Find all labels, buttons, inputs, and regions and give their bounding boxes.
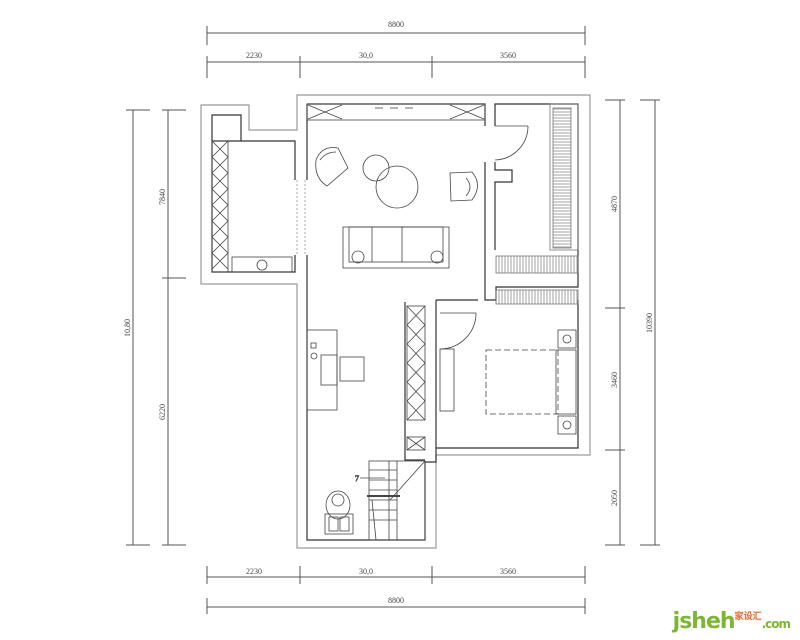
left-wardrobe xyxy=(211,140,229,273)
door-closet xyxy=(494,125,529,161)
socket-icon xyxy=(310,342,317,349)
stair-marker: 7 xyxy=(355,474,359,483)
nightstand-bottom xyxy=(557,415,577,435)
coffee-table xyxy=(375,165,419,209)
dim-left-seg-1: 7840 xyxy=(158,189,167,205)
dim-left-seg-2: 6220 xyxy=(158,404,167,420)
corridor-wardrobe xyxy=(406,305,426,451)
bed xyxy=(485,349,559,415)
dim-right-seg-3: 2050 xyxy=(610,490,619,506)
watermark-logo: jsheh家设汇.com xyxy=(672,609,791,634)
sofa xyxy=(342,226,450,269)
armchair-left xyxy=(315,147,349,187)
left-desk xyxy=(231,256,293,273)
dim-bottom-seg-3: 3560 xyxy=(500,567,516,576)
nightstand-top xyxy=(557,329,577,349)
laptop xyxy=(320,354,338,386)
dim-bottom-seg-1: 2230 xyxy=(246,567,262,576)
closet-rack-horizontal xyxy=(495,255,579,305)
staircase xyxy=(360,460,426,541)
dim-bottom-seg-2: 30,0 xyxy=(359,567,373,576)
armchair-right xyxy=(449,171,478,202)
lamp-icon xyxy=(256,259,268,271)
study-desk xyxy=(306,329,338,411)
dim-right-seg-2: 3460 xyxy=(610,372,619,388)
right-dimension-lines xyxy=(605,99,660,546)
dim-right-total: 10390 xyxy=(645,313,654,333)
outer-wall xyxy=(200,94,591,549)
dim-top-seg-1: 2230 xyxy=(246,51,262,60)
tv-cabinet xyxy=(306,103,486,121)
bottom-dimension-lines xyxy=(206,566,586,614)
dim-left-total: 10,80 xyxy=(123,319,132,337)
side-table xyxy=(362,154,390,182)
dim-bottom-total: 8800 xyxy=(388,596,404,605)
desk-lamp-icon xyxy=(310,352,318,360)
inner-walls xyxy=(211,103,579,541)
washbasin xyxy=(324,490,354,535)
closet-rack-vertical xyxy=(549,103,579,251)
bedroom-tv-cabinet xyxy=(439,348,455,412)
dim-top-seg-2: 30,0 xyxy=(359,51,373,60)
office-chair xyxy=(339,356,365,382)
left-dimension-lines xyxy=(126,109,186,546)
dim-right-seg-1: 4870 xyxy=(610,196,619,212)
dim-top-seg-3: 3560 xyxy=(500,51,516,60)
bed-headboard xyxy=(555,349,577,415)
top-dimension-lines xyxy=(206,26,586,78)
dim-top-total: 8800 xyxy=(388,20,404,29)
door-bedroom xyxy=(439,312,477,350)
